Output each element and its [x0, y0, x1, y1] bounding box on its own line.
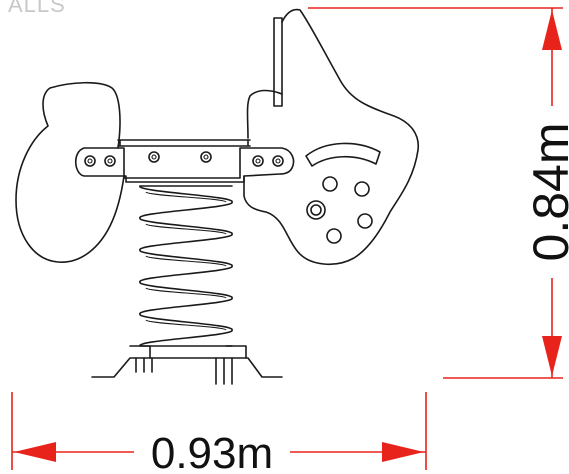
base-plate — [91, 357, 283, 378]
height-label: 0.84m — [523, 123, 569, 262]
spring-coil — [139, 185, 233, 347]
neck-line — [246, 89, 283, 139]
anchor-bolts — [135, 357, 233, 385]
brand-logo-text: ALLS — [8, 0, 66, 17]
spring-coil-inner — [145, 191, 227, 331]
bolt-plate — [74, 147, 295, 183]
width-arrow-right — [382, 442, 424, 462]
height-arrow-bottom — [542, 336, 562, 376]
handle-post — [273, 17, 283, 107]
head-body — [243, 8, 419, 266]
base-bracket — [129, 345, 247, 359]
spring-rider-drawing — [15, 8, 419, 385]
width-label: 0.93m — [151, 429, 273, 474]
height-arrow-top — [542, 10, 562, 50]
height-dimension: 0.84m — [308, 7, 569, 379]
width-dimension: 0.93m — [11, 392, 427, 474]
seat-bar — [117, 139, 251, 147]
rear-body — [15, 81, 125, 263]
smile-arc — [305, 142, 381, 167]
plate-bolts — [84, 151, 284, 167]
width-arrow-left — [14, 442, 56, 462]
wheel-holes — [306, 176, 373, 244]
